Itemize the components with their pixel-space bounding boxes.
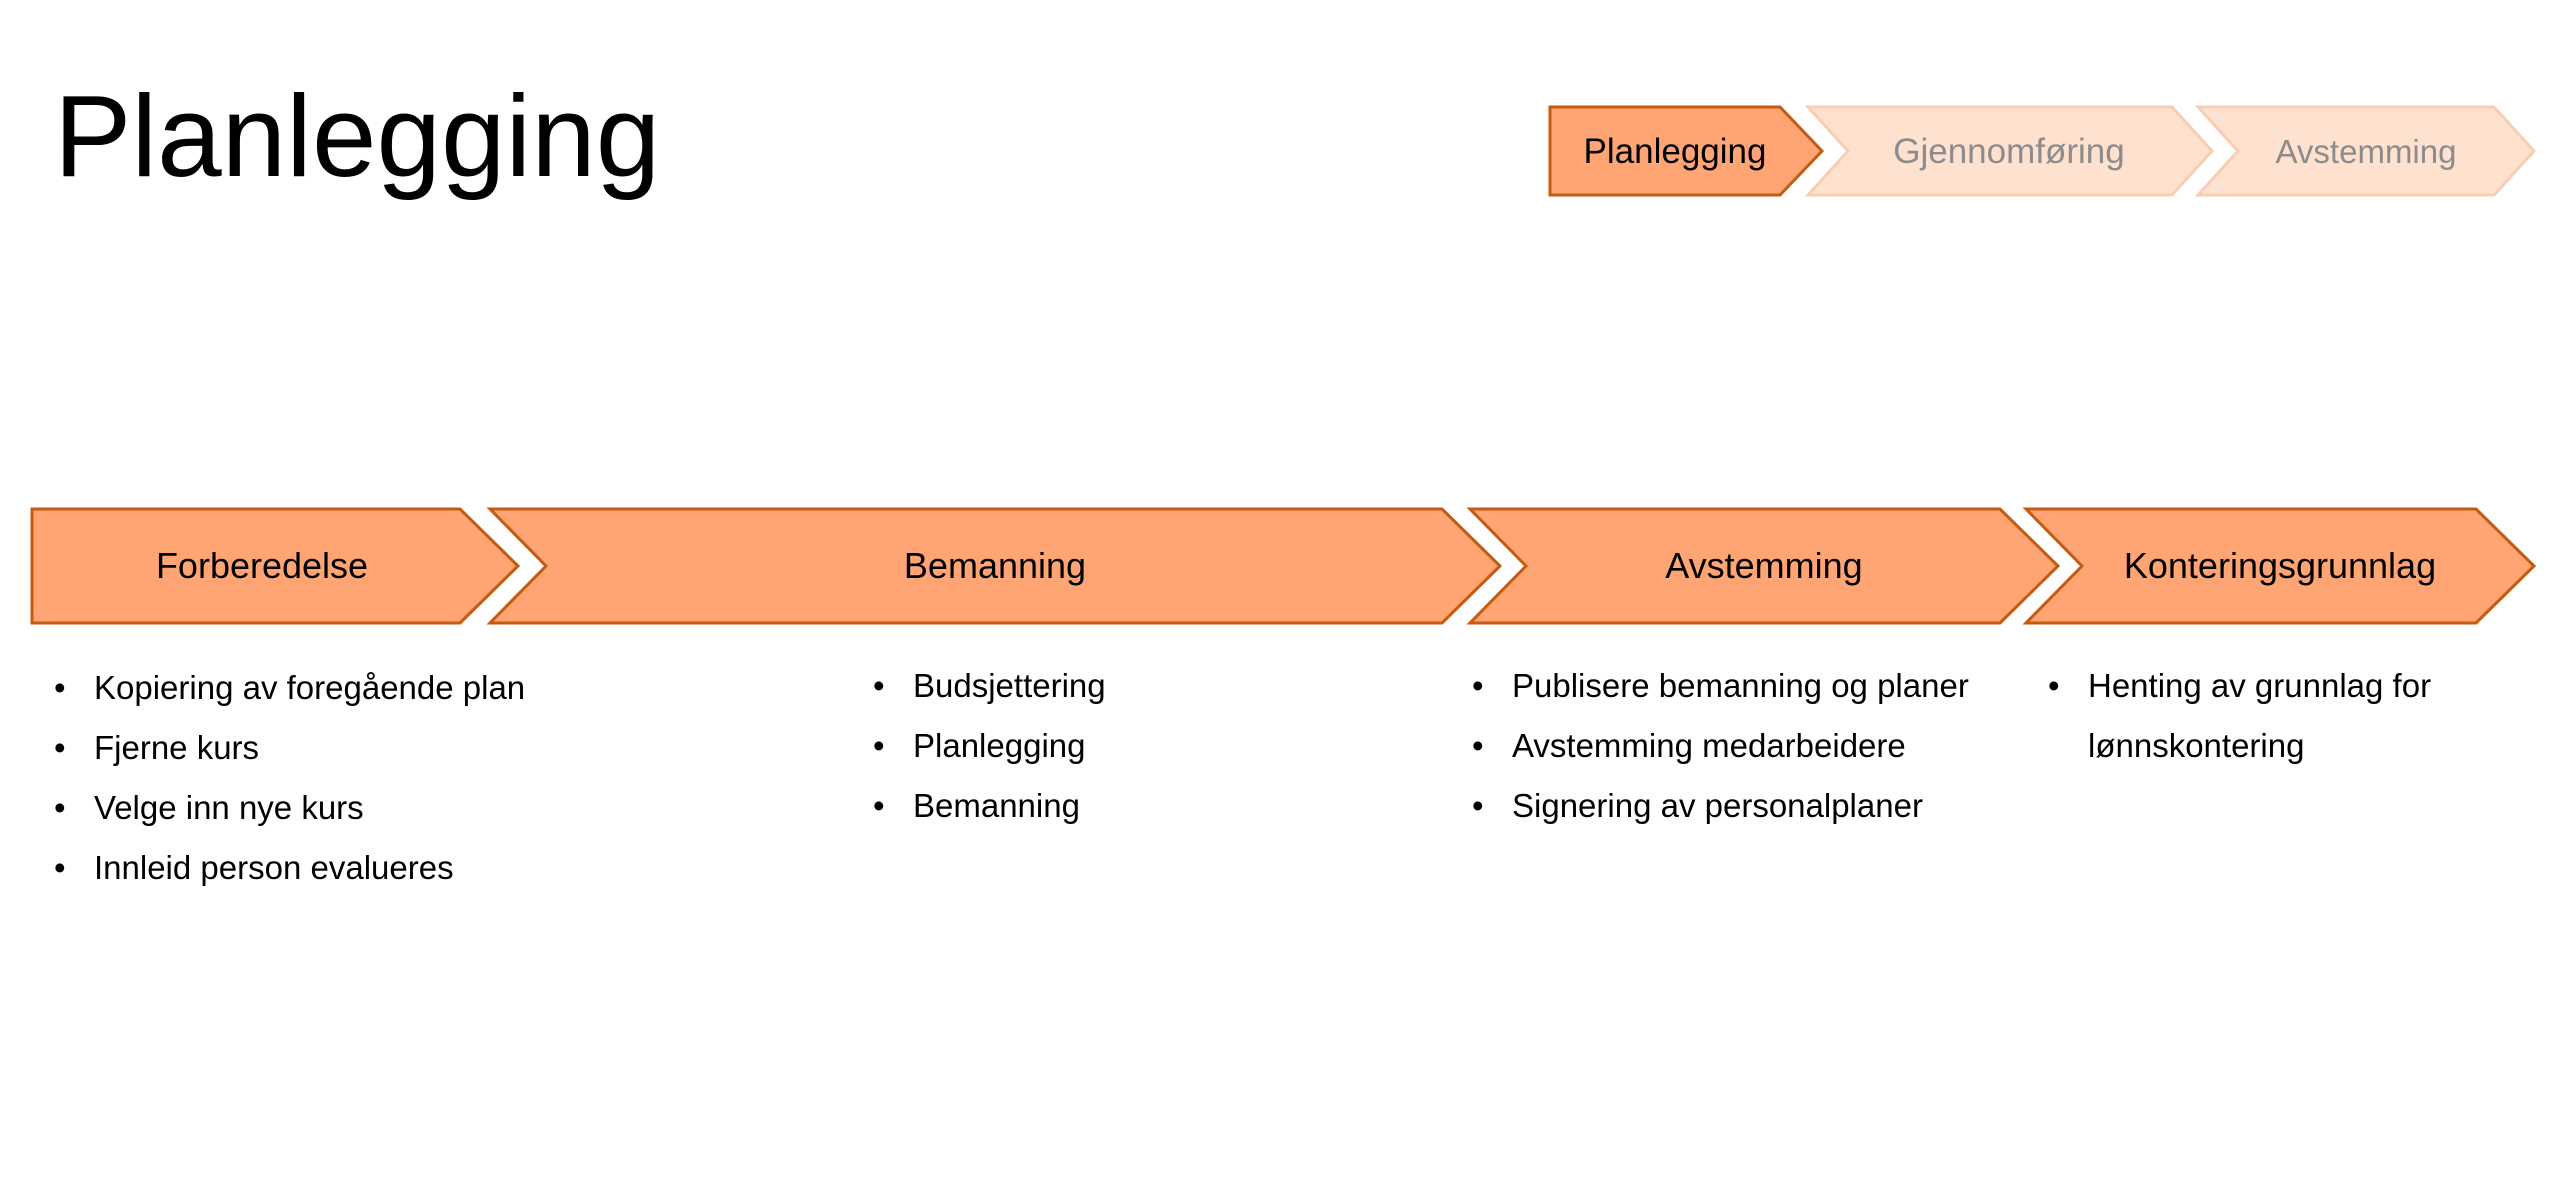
progress-step-label: Gjennomføring (1893, 132, 2124, 171)
progress-step-label: Planlegging (1584, 132, 1767, 171)
stage-label: Konteringsgrunnlag (2124, 545, 2436, 586)
list-item: Velge inn nye kurs (54, 778, 574, 838)
progress-step-shape (1548, 105, 1825, 197)
list-item: Kopiering av foregående plan (54, 658, 574, 718)
stage-label: Forberedelse (156, 545, 368, 586)
progress-step-shape (2194, 105, 2537, 197)
progress-step-avstemming[interactable]: Avstemming (2194, 105, 2537, 197)
progress-step-label: Avstemming (2276, 133, 2457, 170)
progress-step-planlegging[interactable]: Planlegging (1548, 105, 1825, 197)
stage-forberedelse: Forberedelse (30, 507, 521, 625)
stage-konteringsgrunnlag-list: Henting av grunnlag for lønnskontering (2048, 656, 2468, 776)
page-title: Planlegging (54, 71, 661, 201)
stage-avstemming-list: Publisere bemanning og planer Avstemming… (1472, 656, 2012, 836)
stage-chevron-shape (486, 507, 1503, 625)
list-item: Bemanning (873, 776, 1293, 836)
list-item: Avstemming medarbeidere (1472, 716, 2012, 776)
stage-bemanning: Bemanning (486, 507, 1503, 625)
stage-forberedelse-list: Kopiering av foregående plan Fjerne kurs… (54, 658, 574, 898)
list-item: Henting av grunnlag for lønnskontering (2048, 656, 2468, 776)
stage-avstemming: Avstemming (1466, 507, 2061, 625)
list-item: Publisere bemanning og planer (1472, 656, 2012, 716)
list-item: Signering av personalplaner (1472, 776, 2012, 836)
stage-label: Avstemming (1665, 545, 1862, 586)
stage-konteringsgrunnlag: Konteringsgrunnlag (2022, 507, 2537, 625)
list-item: Planlegging (873, 716, 1293, 776)
list-item: Budsjettering (873, 656, 1293, 716)
list-item: Fjerne kurs (54, 718, 574, 778)
progress-step-shape (1804, 105, 2215, 197)
stage-label: Bemanning (904, 545, 1086, 586)
stage-chevron-shape (2022, 507, 2537, 625)
stage-chevron-shape (30, 507, 521, 625)
progress-step-gjennomforing[interactable]: Gjennomføring (1804, 105, 2215, 197)
stage-bemanning-list: Budsjettering Planlegging Bemanning (873, 656, 1293, 836)
list-item: Innleid person evalueres (54, 838, 574, 898)
stage-chevron-shape (1466, 507, 2061, 625)
